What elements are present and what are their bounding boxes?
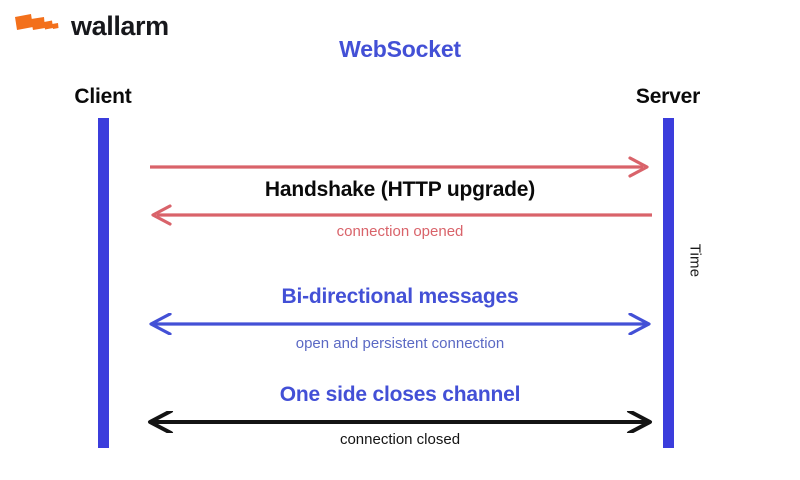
connection-opened-caption: connection opened <box>336 223 464 240</box>
connection-closed-caption: connection closed <box>339 431 461 448</box>
arrow-left-icon <box>151 204 652 226</box>
server-lifeline <box>663 118 674 448</box>
handshake-request-arrow <box>140 156 660 178</box>
bidirectional-caption: Bi-directional messages <box>281 285 519 308</box>
wallarm-wordmark: wallarm <box>71 10 169 41</box>
bidirectional-arrow <box>140 313 660 335</box>
arrow-both-icon <box>149 313 651 335</box>
handshake-caption: Handshake (HTTP upgrade) <box>264 178 536 201</box>
arrow-both-icon <box>148 411 652 433</box>
wallarm-logo: wallarm <box>14 8 169 44</box>
wallarm-bolt-icon <box>15 14 59 30</box>
persistent-connection-caption: open and persistent connection <box>295 335 505 352</box>
client-lifeline <box>98 118 109 448</box>
client-label: Client <box>74 85 132 108</box>
server-label: Server <box>635 85 701 108</box>
handshake-response-arrow <box>140 204 660 226</box>
close-channel-arrow <box>140 411 660 433</box>
close-channel-caption: One side closes channel <box>279 383 521 406</box>
page-title: WebSocket <box>339 36 461 62</box>
arrow-right-icon <box>150 156 649 178</box>
